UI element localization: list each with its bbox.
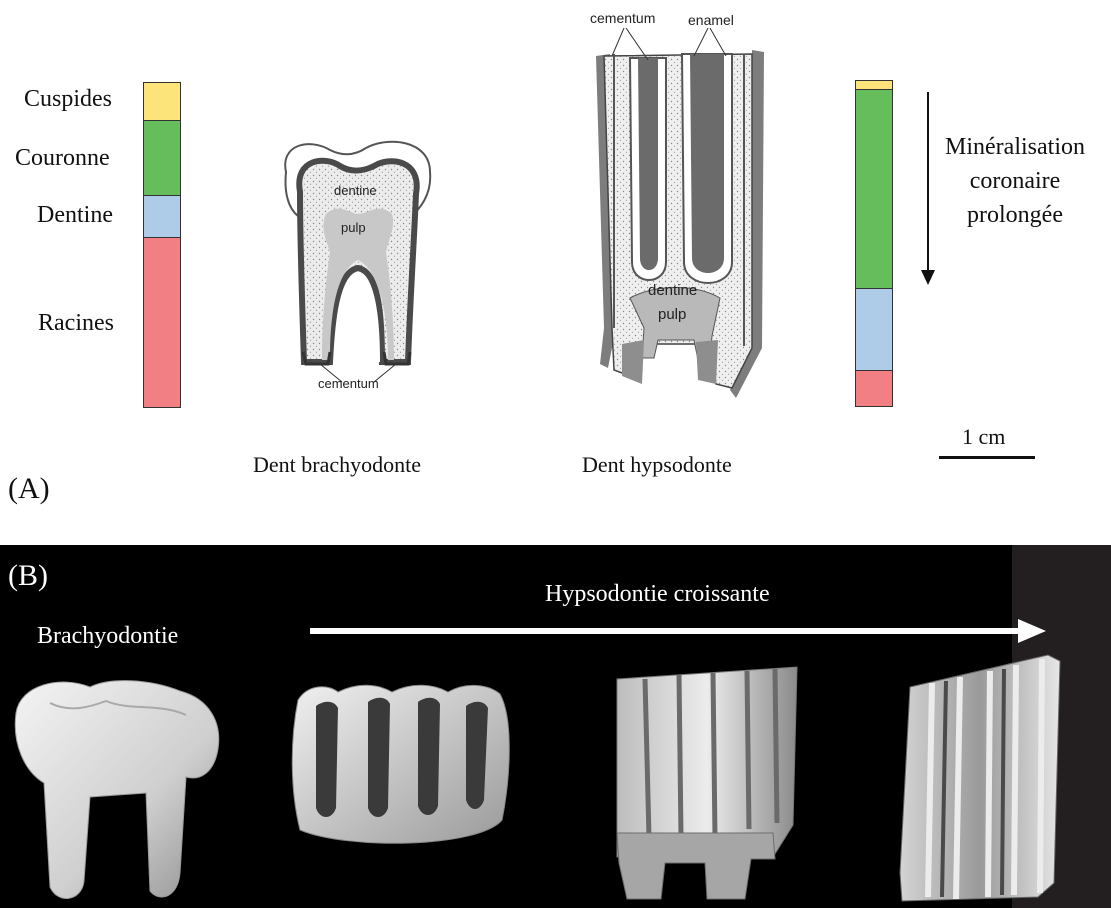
hypso-dentine-label: dentine xyxy=(648,282,697,299)
down-arrow-icon xyxy=(919,92,937,286)
mineralisation-annotation: Minéralisation coronaire prolongée xyxy=(940,130,1090,232)
label-cuspides: Cuspides xyxy=(24,86,112,113)
brachy-cementum-label: cementum xyxy=(318,376,379,391)
panel-a-label: (A) xyxy=(8,472,50,506)
brachy-pulp-label: pulp xyxy=(341,220,366,235)
label-racines: Racines xyxy=(38,310,114,337)
brachy-dentine-label: dentine xyxy=(334,183,377,198)
bar-segment-roots xyxy=(143,237,181,408)
bar-segment-cusps xyxy=(143,82,181,121)
right-arrow-icon xyxy=(310,617,1050,647)
brachyodontie-label: Brachyodontie xyxy=(37,623,178,650)
bar-segment-crown xyxy=(143,120,181,196)
hypsodont-proportion-bar xyxy=(855,80,893,407)
hypso-pulp-label: pulp xyxy=(658,306,686,323)
label-dentine: Dentine xyxy=(37,202,113,229)
scale-bar xyxy=(939,456,1035,459)
scale-bar-label: 1 cm xyxy=(962,424,1005,450)
annotation-line-2: coronaire xyxy=(940,164,1090,198)
hypso-enamel-label: enamel xyxy=(688,12,734,28)
annotation-line-1: Minéralisation xyxy=(940,130,1090,164)
label-couronne: Couronne xyxy=(15,145,110,172)
panel-b-label: (B) xyxy=(8,559,48,593)
annotation-line-3: prolongée xyxy=(940,198,1090,232)
bar-segment-dentine xyxy=(855,288,893,371)
brachyodont-tooth-render xyxy=(10,673,224,905)
caption-hypsodont: Dent hypsodonte xyxy=(582,452,732,478)
bar-segment-roots xyxy=(855,370,893,407)
caption-brachyodont: Dent brachyodonte xyxy=(253,452,421,478)
panel-b: (B) Hypsodontie croissante Brachyodontie xyxy=(0,545,1111,908)
tooth-render-2 xyxy=(288,680,516,850)
brachyodont-proportion-bar xyxy=(143,82,181,408)
bar-segment-crown xyxy=(855,89,893,289)
bar-segment-dentine xyxy=(143,195,181,238)
hypsodont-tooth-diagram xyxy=(586,28,772,400)
hypso-cementum-label: cementum xyxy=(590,10,655,26)
arrow-label: Hypsodontie croissante xyxy=(545,581,770,608)
tooth-render-4 xyxy=(898,653,1070,905)
brachyodont-tooth-diagram xyxy=(270,132,448,402)
tooth-render-3 xyxy=(605,663,801,905)
